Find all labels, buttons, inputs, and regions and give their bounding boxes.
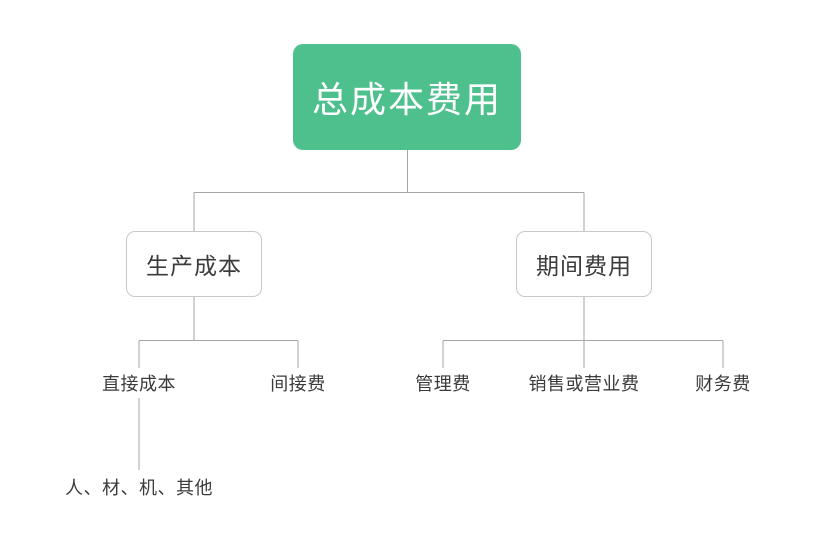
node-leaf-finance-expense[interactable]: 财务费	[669, 370, 777, 396]
node-leaf-indirect-cost[interactable]: 间接费	[247, 370, 349, 396]
node-leaf-sales-expense[interactable]: 销售或营业费	[505, 370, 663, 396]
node-leaf-sales-label: 销售或营业费	[528, 374, 640, 395]
node-leaf-sub-label: 人、材、机、其他	[65, 478, 213, 499]
node-branch-production-label: 生产成本	[146, 254, 242, 280]
node-leaf-admin-expense[interactable]: 管理费	[388, 370, 498, 396]
node-leaf-finance-label: 财务费	[695, 374, 751, 395]
node-root-label: 总成本费用	[311, 80, 502, 121]
node-leaf-direct-label: 直接成本	[102, 374, 176, 395]
node-root-total-cost[interactable]: 总成本费用	[293, 44, 521, 150]
node-branch-period-expense[interactable]: 期间费用	[516, 231, 652, 297]
node-leaf-indirect-label: 间接费	[270, 374, 326, 395]
node-branch-production-cost[interactable]: 生产成本	[126, 231, 262, 297]
node-leaf-direct-cost[interactable]: 直接成本	[79, 370, 199, 396]
node-leaf-admin-label: 管理费	[415, 374, 471, 395]
node-branch-period-label: 期间费用	[536, 254, 632, 280]
node-leaf-labor-material-machine-other[interactable]: 人、材、机、其他	[39, 474, 239, 500]
